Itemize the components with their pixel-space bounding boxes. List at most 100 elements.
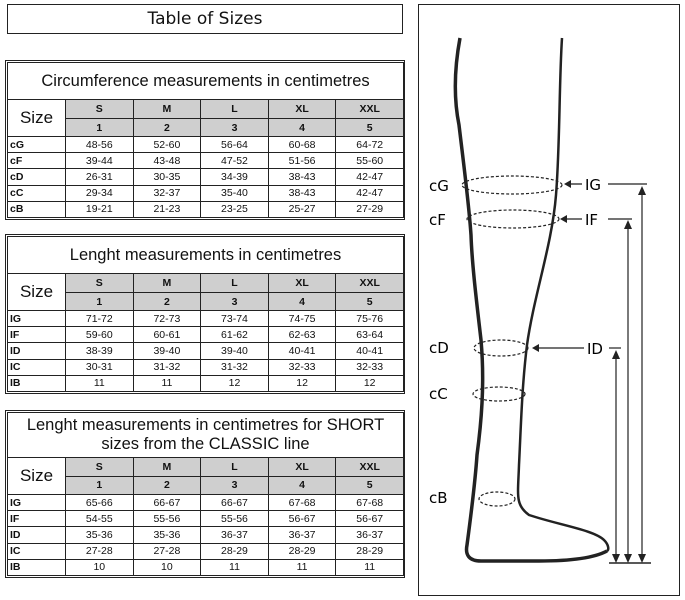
label-IG: IG <box>585 176 601 194</box>
table-cell: 30-35 <box>132 168 202 186</box>
size-number: 3 <box>200 475 269 495</box>
size-number: 2 <box>132 475 202 495</box>
row-label: cB <box>7 200 66 218</box>
size-number: 5 <box>335 292 404 311</box>
table-cell: 11 <box>132 374 202 392</box>
table-cell: 48-56 <box>65 135 134 154</box>
table-cell: 73-74 <box>200 309 269 328</box>
table-cell: 27-28 <box>132 542 202 560</box>
size-letter: L <box>200 273 269 293</box>
leg-front-outline <box>516 37 610 553</box>
size-letter: S <box>65 273 134 293</box>
table-cell: 60-68 <box>267 135 337 154</box>
size-letter: L <box>200 456 269 477</box>
table-cell: 36-37 <box>335 526 405 544</box>
table-cell: 55-56 <box>200 510 269 528</box>
leg-back-outline <box>453 37 608 563</box>
size-number: 1 <box>65 118 134 137</box>
table-cell: 43-48 <box>132 152 202 170</box>
table-cell: 27-29 <box>335 200 405 218</box>
table-cell: 62-63 <box>267 326 337 344</box>
table-cell: 55-60 <box>335 152 405 170</box>
table-cell: 26-31 <box>65 168 134 186</box>
row-label: IC <box>7 542 66 560</box>
table-cell: 11 <box>65 374 134 392</box>
row-label: IF <box>7 326 66 344</box>
label-cC: cC <box>429 385 448 403</box>
table-cell: 65-66 <box>65 493 134 512</box>
size-letter: XL <box>267 273 337 293</box>
table-cell: 42-47 <box>335 168 405 186</box>
size-number: 1 <box>65 292 134 311</box>
table-cell: 47-52 <box>200 152 269 170</box>
row-label: IB <box>7 374 66 392</box>
size-number: 1 <box>65 475 134 495</box>
table-cell: 11 <box>200 558 269 576</box>
table-cell: 28-29 <box>200 542 269 560</box>
label-ID: ID <box>587 340 603 358</box>
size-number: 4 <box>267 118 337 137</box>
size-letter: XL <box>267 99 337 119</box>
row-label: IF <box>7 510 66 528</box>
table-cell: 40-41 <box>335 342 404 360</box>
table-cell: 67-68 <box>267 493 337 512</box>
table-cell: 60-61 <box>132 326 202 344</box>
table-cell: 32-33 <box>335 358 404 376</box>
table-cell: 64-72 <box>335 135 405 154</box>
table-cell: 72-73 <box>132 309 202 328</box>
row-label: IB <box>7 558 66 576</box>
size-header: Size <box>7 273 66 311</box>
table-caption: Lenght measurements in centimetres <box>7 236 404 274</box>
table-cell: 67-68 <box>335 493 405 512</box>
size-table-1: Circumference measurements in centimetre… <box>6 62 405 218</box>
table-caption: Lenght measurements in centimetres for S… <box>6 412 405 458</box>
row-label: cF <box>7 152 66 170</box>
row-label: ID <box>7 526 66 544</box>
table-cell: 66-67 <box>200 493 269 512</box>
size-letter: M <box>132 273 202 293</box>
size-header: Size <box>7 456 66 495</box>
table-cell: 19-21 <box>65 200 134 218</box>
size-letter: L <box>200 99 269 119</box>
table-cell: 54-55 <box>65 510 134 528</box>
row-label: cD <box>7 168 66 186</box>
table-cell: 10 <box>132 558 202 576</box>
leg-diagram: cG cF cD cC cB IG IF ID <box>418 4 680 596</box>
table-cell: 63-64 <box>335 326 404 344</box>
table-cell: 31-32 <box>200 358 269 376</box>
label-cG: cG <box>429 177 449 195</box>
page-title: Table of Sizes <box>7 4 403 34</box>
size-letter: M <box>132 99 202 119</box>
table-cell: 25-27 <box>267 200 337 218</box>
table-caption: Circumference measurements in centimetre… <box>6 62 405 100</box>
table-cell: 75-76 <box>335 309 404 328</box>
row-label: IC <box>7 358 66 376</box>
table-cell: 61-62 <box>200 326 269 344</box>
size-number: 2 <box>132 118 202 137</box>
table-cell: 27-28 <box>65 542 134 560</box>
table-cell: 32-37 <box>132 184 202 202</box>
table-cell: 10 <box>65 558 134 576</box>
table-cell: 74-75 <box>267 309 337 328</box>
size-letter: S <box>65 99 134 119</box>
size-letter: XL <box>267 456 337 477</box>
table-cell: 42-47 <box>335 184 405 202</box>
table-cell: 52-60 <box>132 135 202 154</box>
table-cell: 51-56 <box>267 152 337 170</box>
table-cell: 21-23 <box>132 200 202 218</box>
size-number: 3 <box>200 118 269 137</box>
table-cell: 23-25 <box>200 200 269 218</box>
leg-illustration: cG cF cD cC cB IG IF ID <box>429 37 651 564</box>
table-cell: 12 <box>335 374 404 392</box>
